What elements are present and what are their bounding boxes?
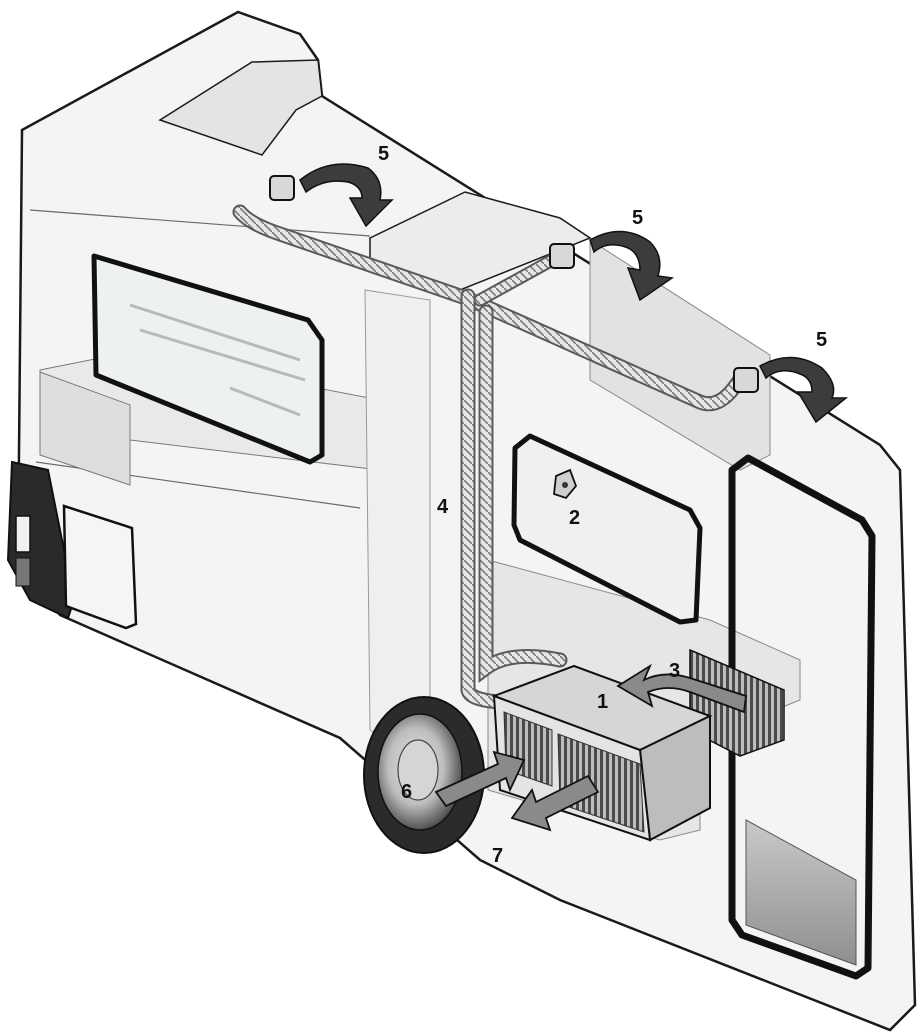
outlet-vents — [269, 175, 759, 393]
outlet-vent-front — [733, 367, 759, 393]
side-wall-top-line — [29, 209, 371, 237]
combustion-air-arrow — [434, 750, 526, 808]
outlet-vent-middle — [549, 243, 575, 269]
outlet-vent-rear — [269, 175, 295, 201]
heater-grille-right — [557, 733, 645, 833]
rear-bumper — [6, 460, 76, 620]
number-plate — [15, 557, 31, 587]
warm-air-arrow-middle — [589, 230, 675, 302]
cabinet-block — [39, 371, 131, 486]
callout-outlet-middle: 5 — [632, 207, 644, 229]
callout-combustion-air-in: 6 — [401, 781, 413, 803]
callout-control-panel: 2 — [569, 507, 581, 529]
rear-wheel — [363, 696, 485, 854]
warm-air-arrows — [299, 163, 849, 424]
callout-exhaust-out: 7 — [492, 845, 504, 867]
entry-door — [728, 454, 876, 980]
heater-unit — [491, 664, 713, 842]
callout-air-duct: 4 — [437, 496, 449, 518]
rear-window — [91, 253, 325, 465]
callout-heater-unit: 1 — [597, 691, 609, 713]
service-hatch — [62, 504, 138, 630]
roof-overhang — [158, 59, 323, 156]
warm-air-arrow-rear — [299, 163, 394, 228]
return-air-arrow — [616, 663, 747, 714]
control-panel — [553, 468, 578, 500]
callout-return-air-intake: 3 — [669, 660, 681, 682]
rear-light — [15, 515, 31, 553]
callout-outlet-rear: 5 — [378, 143, 390, 165]
exhaust-arrow — [510, 774, 600, 832]
callout-outlet-front: 5 — [816, 329, 828, 351]
warm-air-arrow-front — [759, 356, 849, 424]
